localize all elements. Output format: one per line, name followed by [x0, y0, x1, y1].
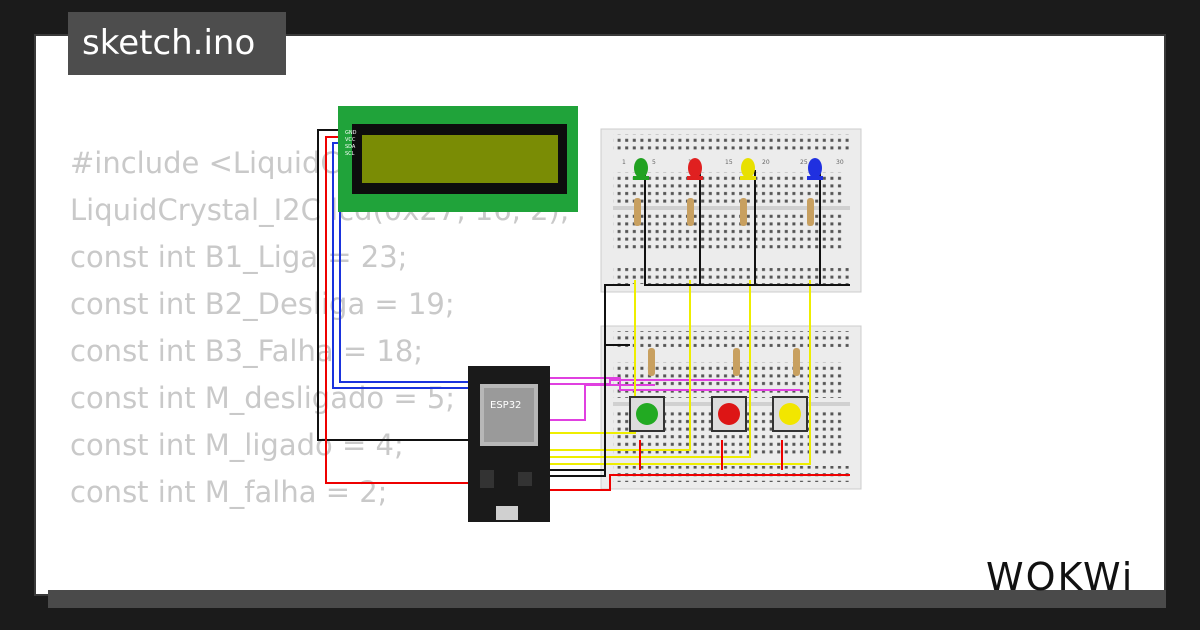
code-line: const int B2_Desliga = 19;: [70, 287, 455, 321]
breadboard-col-label: 25: [800, 159, 808, 166]
lcd-pin-label: SDA: [345, 144, 356, 150]
code-line: const int M_ligado = 4;: [70, 428, 404, 462]
green-led[interactable]: [633, 158, 649, 180]
breadboard-col-label: 30: [836, 159, 844, 166]
esp32-board[interactable]: ESP32: [468, 366, 550, 522]
card-shadow: [48, 590, 1166, 608]
breadboard-col-label: 5: [652, 159, 656, 166]
resistors-bottom: [648, 348, 800, 376]
breadboard-col-label: 20: [762, 159, 770, 166]
logo-text: WOKWi: [986, 555, 1134, 599]
wokwi-logo: WOKWi: [980, 550, 1160, 604]
code-line: const int M_desligado = 5;: [70, 381, 456, 415]
yellow-led[interactable]: [740, 158, 756, 180]
red-led[interactable]: [687, 158, 703, 180]
code-line: const int M_falha = 2;: [70, 475, 388, 509]
code-line: const int B3_Falha = 18;: [70, 334, 424, 368]
lcd-pin-label: GND: [345, 130, 357, 136]
yellow-button[interactable]: [772, 396, 808, 432]
preview-card: #include <LiquidCrystal_I2C.h>LiquidCrys…: [34, 34, 1166, 596]
code-line: const int B1_Liga = 23;: [70, 240, 408, 274]
green-button[interactable]: [629, 396, 665, 432]
breadboard-col-label: 15: [725, 159, 733, 166]
resistors-top: [634, 198, 814, 226]
wokwi-logo-art: WOKWi: [986, 555, 1134, 599]
file-title-badge: sketch.ino: [68, 12, 286, 75]
breadboard-col-label: 1: [622, 159, 626, 166]
blue-led[interactable]: [807, 158, 823, 180]
esp32-label: ESP32: [490, 400, 521, 411]
wires: [317, 129, 850, 491]
lcd-pin-label: VCC: [345, 137, 356, 143]
red-button[interactable]: [711, 396, 747, 432]
lcd-pin-label: SCL: [345, 151, 355, 157]
lcd-display[interactable]: GND VCC SDA SCL: [338, 106, 578, 212]
breadboard-top: 1 5 10 15 20 25 30: [600, 128, 862, 293]
